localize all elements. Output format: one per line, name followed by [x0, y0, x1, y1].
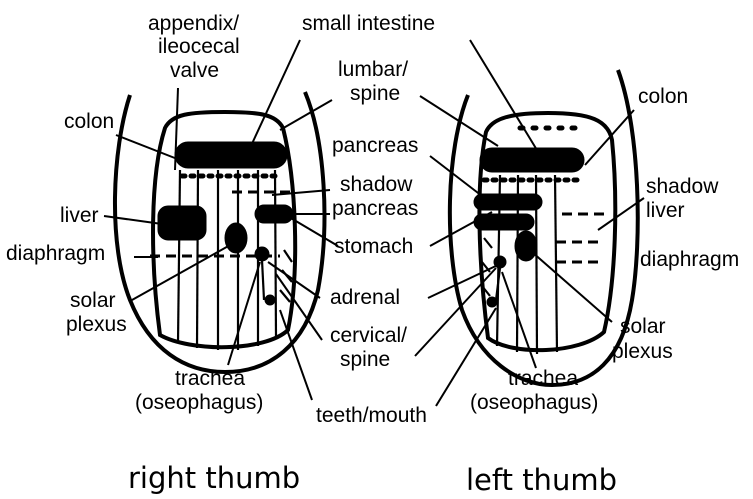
left-trachea-dot	[487, 297, 497, 307]
label-solar-plexus-right-2: plexus	[66, 313, 127, 336]
right-trachea-dot	[265, 295, 275, 305]
label-teeth-mouth: teeth/mouth	[316, 404, 427, 427]
label-shadow-liver-2: liver	[646, 199, 685, 222]
left-stomach	[515, 231, 537, 261]
label-shadow-pancreas-1: shadow	[340, 173, 413, 196]
label-stomach: stomach	[334, 235, 413, 258]
caption-left-thumb: left thumb	[466, 463, 617, 497]
label-liver-right: liver	[60, 204, 99, 227]
right-thumb-outline	[115, 92, 324, 372]
label-lumbar-1: lumbar/	[338, 58, 408, 81]
label-small-intestine: small intestine	[302, 12, 435, 35]
label-trachea-right-1: trachea	[175, 367, 245, 390]
label-colon-right: colon	[64, 110, 114, 133]
label-diaphragm-left: diaphragm	[640, 248, 739, 271]
label-shadow-pancreas-2: pancreas	[332, 197, 418, 220]
right-thumb	[115, 92, 324, 372]
left-hatch	[482, 238, 492, 296]
right-liver-block	[158, 206, 206, 240]
label-pancreas: pancreas	[332, 134, 418, 157]
label-cervical-1: cervical/	[330, 324, 407, 347]
right-colon-bar	[175, 142, 287, 168]
label-appendix-3: valve	[170, 59, 219, 82]
left-pancreas-bar-1	[474, 194, 542, 210]
label-appendix-1: appendix/	[148, 12, 239, 35]
label-diaphragm-right: diaphragm	[6, 242, 105, 265]
label-cervical-2: spine	[340, 348, 390, 371]
label-solar-plexus-left-1: solar	[620, 315, 666, 338]
label-shadow-liver-1: shadow	[646, 175, 719, 198]
label-adrenal: adrenal	[330, 286, 400, 309]
label-trachea-left-1: trachea	[508, 367, 578, 390]
label-solar-plexus-right-1: solar	[70, 289, 116, 312]
label-trachea-left-2: (oseophagus)	[470, 391, 598, 414]
right-adrenal	[255, 247, 269, 261]
left-colon-bar	[480, 148, 584, 172]
right-trachea-line	[262, 260, 264, 300]
label-trachea-right-2: (oseophagus)	[135, 391, 263, 414]
caption-right-thumb: right thumb	[128, 461, 300, 495]
label-solar-plexus-left-2: plexus	[612, 340, 673, 363]
right-stomach	[225, 223, 247, 253]
label-lumbar-2: spine	[350, 82, 400, 105]
label-colon-left: colon	[638, 85, 688, 108]
label-appendix-2: ileocecal	[158, 35, 240, 58]
